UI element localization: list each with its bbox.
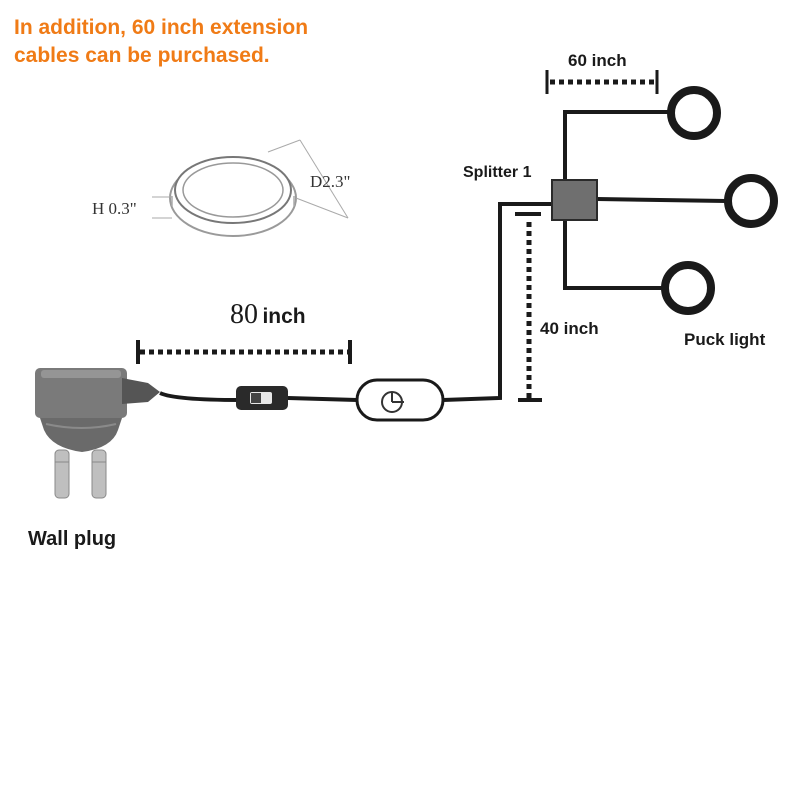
cable-length-80-label: 80 inch: [230, 299, 306, 331]
extension-cable-note: In addition, 60 inch extension cables ca…: [14, 14, 308, 70]
wall-plug-label: Wall plug: [28, 528, 117, 550]
dimmer-to-splitter-cable: [442, 202, 552, 402]
cable-length-80-unit: inch: [262, 305, 306, 328]
branch-middle: [596, 197, 727, 203]
splitter-label: Splitter 1: [463, 164, 532, 181]
splitter-box-icon: [551, 179, 598, 221]
note-line-2: cables can be purchased.: [14, 44, 270, 67]
branch-top: [563, 110, 668, 190]
switch-to-dimmer-cable: [287, 396, 358, 402]
note-line-1: In addition, 60 inch extension: [14, 16, 309, 39]
puck-light-icon: [661, 86, 778, 315]
dimension-marker-80: [136, 340, 352, 364]
dimension-marker-40: [515, 212, 542, 402]
cable-length-40-label: 40 inch: [540, 319, 599, 338]
branch-bottom: [563, 220, 662, 290]
touch-dimmer-icon: [355, 378, 445, 422]
height-dimension-label: H 0.3": [92, 199, 137, 218]
dimension-marker-60: [545, 70, 659, 94]
wall-plug-adapter-icon: [35, 368, 160, 499]
puck-dimension-sketch: [152, 139, 349, 237]
cables: [159, 110, 727, 402]
diameter-dimension-label: D2.3": [310, 172, 351, 191]
puck-light-label: Puck light: [684, 330, 766, 349]
cable-length-80-number: 80: [230, 299, 258, 330]
cable-length-60-label: 60 inch: [568, 51, 627, 70]
plug-cable: [159, 391, 241, 402]
rocker-switch-icon: [236, 386, 288, 410]
